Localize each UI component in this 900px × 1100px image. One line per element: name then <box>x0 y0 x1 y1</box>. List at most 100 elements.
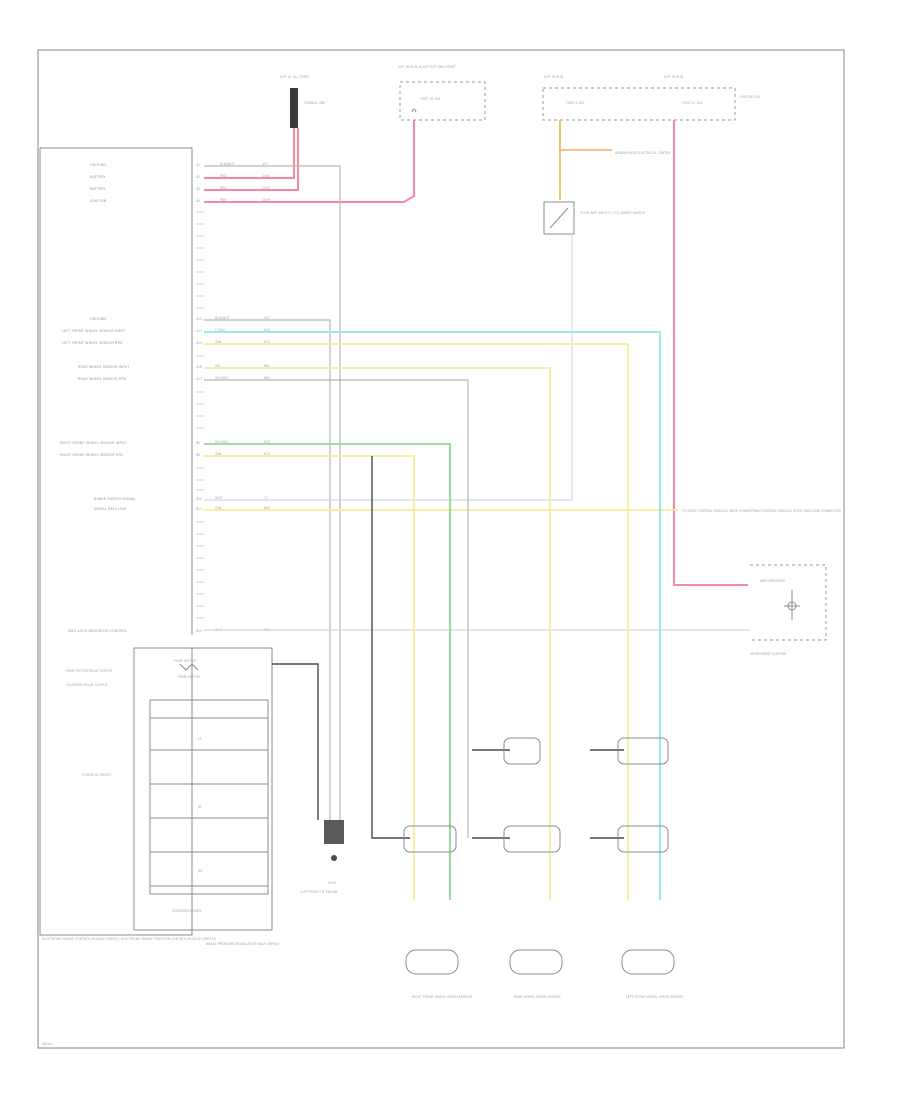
pin-label-rf-input: RIGHT FRONT WHEEL SENSOR INPUT <box>60 441 127 445</box>
instrument-cluster: ABS INDICATOR INSTRUMENT CLUSTER <box>750 564 827 656</box>
svg-text:PUMP MOTOR RELAY OUTPUT: PUMP MOTOR RELAY OUTPUT <box>66 669 113 673</box>
svg-text:PNK: PNK <box>220 198 227 202</box>
svg-text:TAN: TAN <box>214 506 222 510</box>
svg-text:WHT: WHT <box>215 496 223 500</box>
brake-switch-feed <box>559 120 612 151</box>
svg-text:B6: B6 <box>196 453 200 457</box>
svg-text:800: 800 <box>264 506 270 510</box>
module-pin-labels: GROUND BATTERY BATTERY IGNITION GROUND L… <box>60 163 136 633</box>
svg-text:SOLENOID VALVES: SOLENOID VALVES <box>172 909 201 913</box>
pin-label-abs-indicator: ANTI-LOCK INDICATOR CONTROL <box>68 629 127 633</box>
lf-rtn-wire <box>204 343 629 900</box>
svg-text:RR: RR <box>198 869 203 873</box>
svg-text:RED: RED <box>220 186 227 190</box>
svg-text:A1: A1 <box>196 163 200 167</box>
svg-text:A12: A12 <box>196 317 202 321</box>
svg-text:BLK/WHT: BLK/WHT <box>215 316 230 320</box>
svg-text:FUSE BLOCK: FUSE BLOCK <box>740 95 761 99</box>
svg-text:872: 872 <box>264 340 270 344</box>
rf-input-wire <box>204 443 451 900</box>
battery-wire-1 <box>204 128 295 179</box>
cluster-feed <box>673 120 748 586</box>
svg-text:451: 451 <box>264 316 270 320</box>
bpmv-label: BRAKE PRESSURE MODULATOR VALVE (BPMV) <box>206 942 279 946</box>
ground-wire-2 <box>204 319 331 828</box>
svg-text:17: 17 <box>264 496 268 500</box>
pin-label-rear-input: REAR WHEEL SENSOR INPUT <box>78 365 130 369</box>
svg-text:1040: 1040 <box>262 186 270 190</box>
svg-text:HOT IN RUN, BULB TEST AND STAR: HOT IN RUN, BULB TEST AND START <box>398 65 456 69</box>
svg-text:LF: LF <box>198 737 202 741</box>
pin-label-rear-rtn: REAR WHEEL SENSOR RTN <box>78 377 126 381</box>
ignition-wire <box>204 120 415 203</box>
svg-text:A14: A14 <box>196 341 202 345</box>
svg-text:PUMP MOTOR: PUMP MOTOR <box>178 675 201 679</box>
svg-text:FUSE 4 10A: FUSE 4 10A <box>566 101 585 105</box>
svg-text:TAN: TAN <box>214 452 222 456</box>
rear-wheel-sensor: REAR WHEEL SPEED SENSOR <box>509 949 563 999</box>
fusible-link: HOT AT ALL TIMES FUSIBLE LINK <box>280 75 326 128</box>
svg-text:RF: RF <box>198 805 202 809</box>
svg-text:B10: B10 <box>196 497 202 501</box>
ground-g105: G105 LEFT FRONT OF ENGINE <box>300 820 344 894</box>
battery-wire-2 <box>204 128 299 191</box>
svg-text:FUSE 19 10A: FUSE 19 10A <box>420 97 441 101</box>
svg-text:833: 833 <box>264 440 270 444</box>
data-destination: TO BODY CONTROL MODULE (BCM) POWERTRAIN … <box>681 509 842 513</box>
pin-label-lf-rtn: LEFT FRONT WHEEL SENSOR RTN <box>62 341 122 345</box>
svg-text:B11: B11 <box>196 507 202 511</box>
svg-text:ABS INDICATOR: ABS INDICATOR <box>760 579 786 583</box>
bpmv-box: PUMP MOTOR PUMP MOTOR LF RF RR SOLENOID … <box>66 647 319 931</box>
svg-text:STOPLAMP SWITCH / TCC BRAKE SW: STOPLAMP SWITCH / TCC BRAKE SWITCH <box>580 211 646 215</box>
svg-text:RED: RED <box>220 174 227 178</box>
wire-color-labels: BLK/WHT 451 RED 1040 RED 1040 PNK 1039 B… <box>214 162 270 632</box>
svg-text:FUSE 11 10A: FUSE 11 10A <box>682 101 703 105</box>
svg-text:1040: 1040 <box>262 174 270 178</box>
svg-text:DK GRN: DK GRN <box>215 376 228 380</box>
pin-label-battery-2: BATTERY <box>90 187 107 191</box>
svg-text:A3: A3 <box>196 187 200 191</box>
svg-text:882: 882 <box>264 364 270 368</box>
pin-label-battery-1: BATTERY <box>90 175 107 179</box>
rf-shield <box>371 456 410 839</box>
svg-text:BLK/WHT: BLK/WHT <box>220 162 235 166</box>
rf-rtn-wire <box>204 455 415 900</box>
svg-text:LT BLU: LT BLU <box>215 328 226 332</box>
svg-text:YEL: YEL <box>215 364 221 368</box>
svg-text:G105: G105 <box>328 881 337 885</box>
svg-text:LEFT FRONT WHEEL SPEED SENSOR: LEFT FRONT WHEEL SPEED SENSOR <box>626 995 684 999</box>
ebcm-label: ELECTRONIC BRAKE CONTROL MODULE (EBCM) /… <box>42 937 216 941</box>
pin-label-brake-switch: BRAKE SWITCH SIGNAL <box>94 497 136 501</box>
svg-text:FUSIBLE LINK: FUSIBLE LINK <box>304 101 326 105</box>
svg-text:HOT AT ALL TIMES: HOT AT ALL TIMES <box>280 75 309 79</box>
svg-text:LEFT FRONT OF ENGINE: LEFT FRONT OF ENGINE <box>300 890 338 894</box>
rear-rtn-wire <box>204 379 469 838</box>
lf-input-wire <box>204 331 661 900</box>
brake-switch: STOPLAMP SWITCH / TCC BRAKE SWITCH <box>543 201 646 235</box>
pin-label-ground-2: GROUND <box>90 317 106 321</box>
svg-text:A13: A13 <box>196 329 202 333</box>
pin-label-ground-1: GROUND <box>90 163 106 167</box>
page-id: WD#4 <box>42 1042 52 1046</box>
svg-text:A2: A2 <box>196 175 200 179</box>
svg-text:REAR WHEEL SPEED SENSOR: REAR WHEEL SPEED SENSOR <box>514 995 561 999</box>
svg-text:DK GRN: DK GRN <box>215 440 228 444</box>
rear-input-wire <box>204 367 551 900</box>
svg-text:451: 451 <box>262 162 268 166</box>
fuse-block-a: HOT IN RUN, BULB TEST AND START FUSE 19 … <box>398 65 486 121</box>
svg-text:HOT IN RUN: HOT IN RUN <box>544 75 564 79</box>
svg-text:HOT IN RUN: HOT IN RUN <box>664 75 684 79</box>
diagram-frame <box>37 49 845 1049</box>
rf-wheel-sensor: RIGHT FRONT WHEEL SPEED SENSOR <box>405 949 473 999</box>
svg-text:CONTROL CIRCUIT: CONTROL CIRCUIT <box>82 773 111 777</box>
pin-label-serial-data: SERIAL DATA LINE <box>94 507 127 511</box>
svg-text:RIGHT FRONT WHEEL SPEED SENSOR: RIGHT FRONT WHEEL SPEED SENSOR <box>412 995 473 999</box>
svg-text:873: 873 <box>264 452 270 456</box>
svg-text:SOLENOID RELAY OUTPUT: SOLENOID RELAY OUTPUT <box>66 683 108 687</box>
inline-connectors <box>403 737 669 853</box>
svg-text:B5: B5 <box>196 441 200 445</box>
lf-wheel-sensor: LEFT FRONT WHEEL SPEED SENSOR <box>621 949 684 999</box>
fuse-block-b: HOT IN RUN HOT IN RUN FUSE 4 10A FUSE 11… <box>542 75 761 121</box>
unused-pin-ticks <box>196 211 204 619</box>
